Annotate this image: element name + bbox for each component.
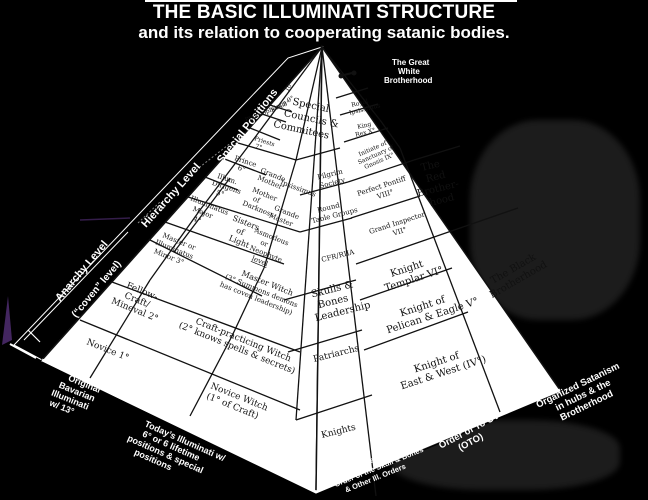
anarchy-bracket bbox=[23, 231, 129, 341]
page-subtitle: and its relation to cooperating satanic … bbox=[138, 23, 510, 42]
svg-text:of: of bbox=[252, 195, 263, 205]
cell-10-degree: 10° bbox=[284, 80, 295, 93]
apex-label-line1: The Great bbox=[392, 58, 430, 67]
smoke-texture-right bbox=[470, 120, 640, 320]
svg-text:King: King bbox=[357, 121, 373, 131]
svg-text:or: or bbox=[259, 239, 270, 249]
hierarchy-divider bbox=[137, 201, 161, 224]
svg-text:4°: 4° bbox=[192, 215, 202, 225]
purple-streak bbox=[79, 217, 131, 221]
cell-black-brotherhood: The Black Brotherhood bbox=[488, 251, 550, 301]
svg-text:Red: Red bbox=[425, 169, 448, 185]
purple-smudge bbox=[2, 296, 12, 345]
header: THE BASIC ILLUMINATI STRUCTURE and its r… bbox=[0, 0, 648, 42]
svg-text:The: The bbox=[420, 159, 441, 174]
bottom-label-organized-satanism: Organized Satanism in hubs & the Brother… bbox=[534, 361, 621, 424]
title-rule bbox=[145, 0, 517, 2]
page-title: THE BASIC ILLUMINATI STRUCTURE bbox=[152, 2, 496, 23]
svg-text:5°: 5° bbox=[215, 189, 225, 199]
apex-mark bbox=[338, 70, 357, 79]
pyramid-base-edge bbox=[41, 358, 561, 494]
right-face-grid bbox=[321, 46, 519, 497]
svg-text:6°: 6° bbox=[237, 164, 247, 174]
cell-illuminatus-major: Illuminatus Major 4° bbox=[189, 194, 230, 225]
svg-text:of: of bbox=[235, 226, 247, 238]
svg-text:7°: 7° bbox=[254, 143, 263, 152]
apex-label: The Great White Brotherhood bbox=[384, 58, 433, 85]
svg-text:Royal: Royal bbox=[351, 98, 369, 109]
band-base-mark bbox=[9, 343, 37, 359]
pyramid-base-shadow bbox=[41, 361, 563, 496]
apex-label-line2: White bbox=[398, 67, 420, 76]
apex-label-line3: Brotherhood bbox=[384, 76, 433, 85]
cell-king-rex: King Rex X° bbox=[354, 121, 376, 139]
svg-text:Rex X°: Rex X° bbox=[354, 127, 376, 139]
band-tick bbox=[27, 329, 41, 343]
